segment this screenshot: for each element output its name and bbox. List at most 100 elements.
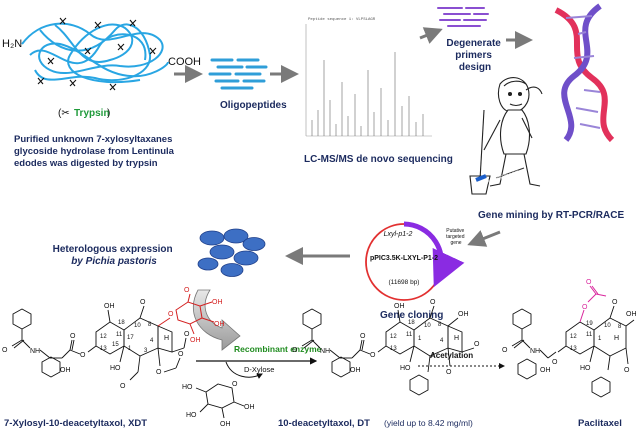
gene-mining-caption: Gene mining by RT-PCR/RACE (478, 210, 624, 221)
svg-text:O: O (184, 331, 190, 338)
svg-text:O: O (612, 299, 618, 306)
svg-text:1: 1 (128, 346, 132, 352)
svg-text:19: 19 (586, 321, 593, 327)
svg-text:1: 1 (418, 336, 422, 342)
svg-text:H: H (164, 335, 169, 342)
purified-caption: Purified unknown 7-xylosyltaxanes glycos… (14, 134, 177, 169)
svg-text:HO: HO (110, 365, 121, 372)
arrow-to-plasmid (467, 230, 501, 247)
svg-text:OH: OH (190, 337, 201, 344)
svg-text:OH: OH (104, 303, 115, 310)
svg-text:10: 10 (134, 323, 141, 329)
lcms-caption: LC-MS/MS de novo sequencing (304, 154, 453, 165)
paclitaxel-structure: O NH OH O O OH HO O H O O 19 12 13 11 1 … (502, 279, 637, 398)
xylose-release-arrow (225, 361, 263, 379)
protein-tangle: H₂N COOH (✂ Trypsin ) (2, 17, 201, 119)
svg-text:O: O (168, 311, 174, 318)
svg-text:13: 13 (100, 346, 107, 352)
svg-text:O: O (80, 352, 86, 359)
svg-text:OH: OH (214, 321, 225, 328)
acetylation-label: Acetylation (430, 351, 473, 360)
svg-text:17: 17 (127, 335, 134, 341)
c-terminus-label: COOH (168, 56, 201, 68)
dt-caption: 10-deacetyltaxol, DT (278, 418, 370, 429)
svg-text:11: 11 (586, 332, 593, 338)
svg-text:H: H (614, 335, 619, 342)
primers-caption: Degenerate primers design (446, 38, 503, 73)
svg-text:O: O (586, 279, 592, 286)
curved-arrow-down (193, 289, 241, 351)
svg-text:O: O (232, 381, 238, 388)
arrow-to-primers (419, 27, 443, 44)
svg-text:NH: NH (320, 348, 330, 355)
svg-text:11: 11 (406, 332, 413, 338)
mass-spectrum: Peptide sequence 1: VLPSLAGR (305, 17, 432, 137)
paclitaxel-caption: Paclitaxel (578, 418, 622, 429)
svg-text:8: 8 (618, 324, 622, 330)
svg-text:NH: NH (530, 348, 540, 355)
dxylose-label: D-Xylose (244, 365, 274, 374)
dt-yield-caption: (yield up to 8.42 mg/ml) (384, 418, 473, 428)
svg-text:18: 18 (408, 320, 415, 326)
svg-text:4: 4 (150, 338, 154, 344)
scissors-icon: (✂ (58, 108, 70, 119)
svg-text:O: O (360, 333, 366, 340)
svg-text:10: 10 (424, 323, 431, 329)
gene-miner-illustration (469, 77, 543, 195)
trypsin-label: Trypsin (74, 108, 110, 119)
oligopeptides-icon (208, 58, 268, 90)
svg-text:11: 11 (116, 332, 123, 338)
svg-text:O: O (184, 287, 190, 294)
svg-text:18: 18 (118, 320, 125, 326)
svg-text:15: 15 (112, 342, 119, 348)
svg-text:O: O (552, 359, 558, 366)
svg-text:O: O (474, 341, 480, 348)
svg-text:3: 3 (144, 348, 148, 354)
svg-text:OH: OH (244, 404, 255, 411)
svg-text:13: 13 (390, 346, 397, 352)
svg-text:O: O (292, 347, 298, 354)
svg-text:1: 1 (598, 336, 602, 342)
svg-text:HO: HO (186, 412, 197, 419)
svg-text:HO: HO (580, 365, 591, 372)
svg-text:O: O (2, 347, 8, 354)
svg-text:O: O (370, 352, 376, 359)
gene-name-label: Lxyl-p1-2 (384, 231, 413, 238)
svg-text:12: 12 (570, 334, 577, 340)
svg-text:O: O (178, 351, 184, 358)
dna-helix-icon (554, 3, 615, 143)
svg-text:10: 10 (604, 323, 611, 329)
svg-text:HO: HO (182, 384, 193, 391)
oligopeptides-caption: Oligopeptides (220, 100, 287, 111)
svg-text:OH: OH (458, 311, 469, 318)
svg-text:OH: OH (60, 367, 71, 374)
svg-text:OH: OH (220, 421, 231, 428)
svg-text:8: 8 (438, 322, 442, 328)
svg-text:O: O (582, 304, 588, 311)
plasmid-size: (11698 bp) (389, 279, 420, 286)
svg-text:O: O (502, 347, 508, 354)
svg-text:OH: OH (212, 299, 223, 306)
gene-cloning-caption: Gene cloning (380, 310, 443, 321)
svg-text:): ) (107, 108, 110, 119)
svg-text:O: O (624, 367, 630, 374)
svg-text:H: H (454, 335, 459, 342)
svg-text:4: 4 (440, 338, 444, 344)
svg-text:12: 12 (100, 334, 107, 340)
pichia-cells-icon (197, 228, 266, 277)
svg-text:Peptide sequence 1: VLPSLAGR: Peptide sequence 1: VLPSLAGR (308, 17, 376, 22)
xdt-caption: 7-Xylosyl-10-deacetyltaxol, XDT (4, 418, 147, 429)
svg-text:OH: OH (394, 303, 405, 310)
dt-structure: O NH OH O O O OH OH HO O O H 18 12 13 11 (292, 299, 480, 396)
target-gene-label: Putative targeted gene (446, 228, 466, 246)
svg-text:OH: OH (540, 367, 551, 374)
svg-text:O: O (430, 299, 436, 306)
primers-icon (437, 7, 489, 27)
svg-text:O: O (156, 369, 162, 376)
svg-text:O: O (70, 333, 76, 340)
svg-text:12: 12 (390, 334, 397, 340)
svg-text:O: O (140, 299, 146, 306)
shovel-label: RT-PCR/RACE (486, 170, 521, 186)
svg-text:HO: HO (400, 365, 411, 372)
